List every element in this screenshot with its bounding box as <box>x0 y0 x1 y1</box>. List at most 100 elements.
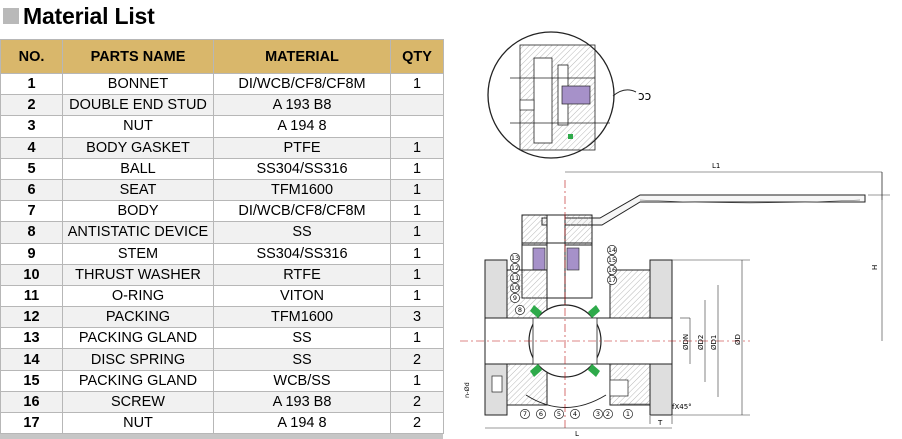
cell-no: 8 <box>0 221 63 244</box>
cell-material: SS <box>213 327 391 350</box>
cell-no: 1 <box>0 73 63 96</box>
col-header-parts-name: PARTS NAME <box>62 39 214 74</box>
cell-part-name: BODY GASKET <box>62 137 214 159</box>
cell-part-name: SEAT <box>62 179 214 202</box>
cell-material: SS304/SS316 <box>213 243 391 265</box>
dim-d2: ØD2 <box>697 335 705 350</box>
cell-qty <box>390 94 444 117</box>
dim-d: ØD <box>734 334 742 345</box>
callout-circle <box>515 305 525 315</box>
callout-circle <box>510 273 520 283</box>
cell-qty: 1 <box>390 327 444 350</box>
table-bottom-bar <box>0 434 443 439</box>
cell-part-name: BALL <box>62 158 214 180</box>
cell-qty: 2 <box>390 348 444 371</box>
callout-label: 11 <box>511 274 519 282</box>
cell-part-name: ANTISTATIC DEVICE <box>62 221 214 244</box>
callout-label: 16 <box>608 266 616 274</box>
cell-no: 11 <box>0 285 63 308</box>
cell-part-name: PACKING GLAND <box>62 327 214 350</box>
callout-circle <box>554 409 564 419</box>
cell-qty: 1 <box>390 221 444 244</box>
callout-circle <box>570 409 580 419</box>
cell-material: PTFE <box>213 137 391 159</box>
title-marker <box>3 8 19 24</box>
callout-circle <box>593 409 603 419</box>
callout-circle <box>607 255 617 265</box>
callout-label: 14 <box>608 246 616 254</box>
cell-no: 17 <box>0 412 63 435</box>
dim-l1: L1 <box>712 162 720 170</box>
callout-circle <box>607 245 617 255</box>
cell-part-name: O-RING <box>62 285 214 308</box>
cell-no: 15 <box>0 370 63 392</box>
callout-label: 5 <box>557 410 561 418</box>
cell-part-name: DISC SPRING <box>62 348 214 371</box>
callout-circle <box>607 265 617 275</box>
cell-qty: 1 <box>390 179 444 202</box>
dim-t: T <box>657 419 663 427</box>
callout-label: 4 <box>573 410 577 418</box>
cell-no: 13 <box>0 327 63 350</box>
cell-qty: 1 <box>390 200 444 223</box>
callout-circle <box>520 409 530 419</box>
callout-label: 15 <box>608 256 616 264</box>
cell-qty: 2 <box>390 391 444 414</box>
cell-part-name: NUT <box>62 412 214 435</box>
detail-view: ↄↄ <box>487 31 651 159</box>
cell-qty: 2 <box>390 412 444 435</box>
dim-h: H <box>871 265 879 270</box>
cell-part-name: THRUST WASHER <box>62 264 214 286</box>
callout-circle <box>510 253 520 263</box>
dimension-lines <box>485 171 890 429</box>
col-header-no: NO. <box>0 39 63 74</box>
cell-qty: 1 <box>390 158 444 180</box>
callout-label: 1 <box>626 410 630 418</box>
cell-material: A 194 8 <box>213 115 391 138</box>
cell-material: A 194 8 <box>213 412 391 435</box>
dim-chamfer: fX45° <box>672 403 692 411</box>
title-bar: Material List <box>0 0 155 32</box>
callout-label: 9 <box>513 294 517 302</box>
dim-dn: ØDN <box>682 334 690 350</box>
callout-label: 2 <box>606 410 610 418</box>
cell-material: TFM1600 <box>213 179 391 202</box>
callout-label: 17 <box>608 276 616 284</box>
callout-label: 6 <box>539 410 543 418</box>
cell-material: DI/WCB/CF8/CF8M <box>213 200 391 223</box>
cell-qty: 1 <box>390 264 444 286</box>
cell-no: 10 <box>0 264 63 286</box>
cell-part-name: STEM <box>62 243 214 265</box>
dim-d1: ØD1 <box>710 335 718 350</box>
bonnet <box>521 214 593 311</box>
cell-no: 6 <box>0 179 63 202</box>
detail-mark: ↄↄ <box>638 89 651 103</box>
cell-part-name: SCREW <box>62 391 214 414</box>
callout-label: 3 <box>596 410 600 418</box>
callout-circle <box>510 263 520 273</box>
cell-no: 7 <box>0 200 63 223</box>
cell-qty: 1 <box>390 370 444 392</box>
callout-circle <box>603 409 613 419</box>
cell-qty <box>390 115 444 138</box>
cell-part-name: NUT <box>62 115 214 138</box>
cell-qty: 1 <box>390 243 444 265</box>
cell-no: 5 <box>0 158 63 180</box>
cell-no: 4 <box>0 137 63 159</box>
cell-material: RTFE <box>213 264 391 286</box>
